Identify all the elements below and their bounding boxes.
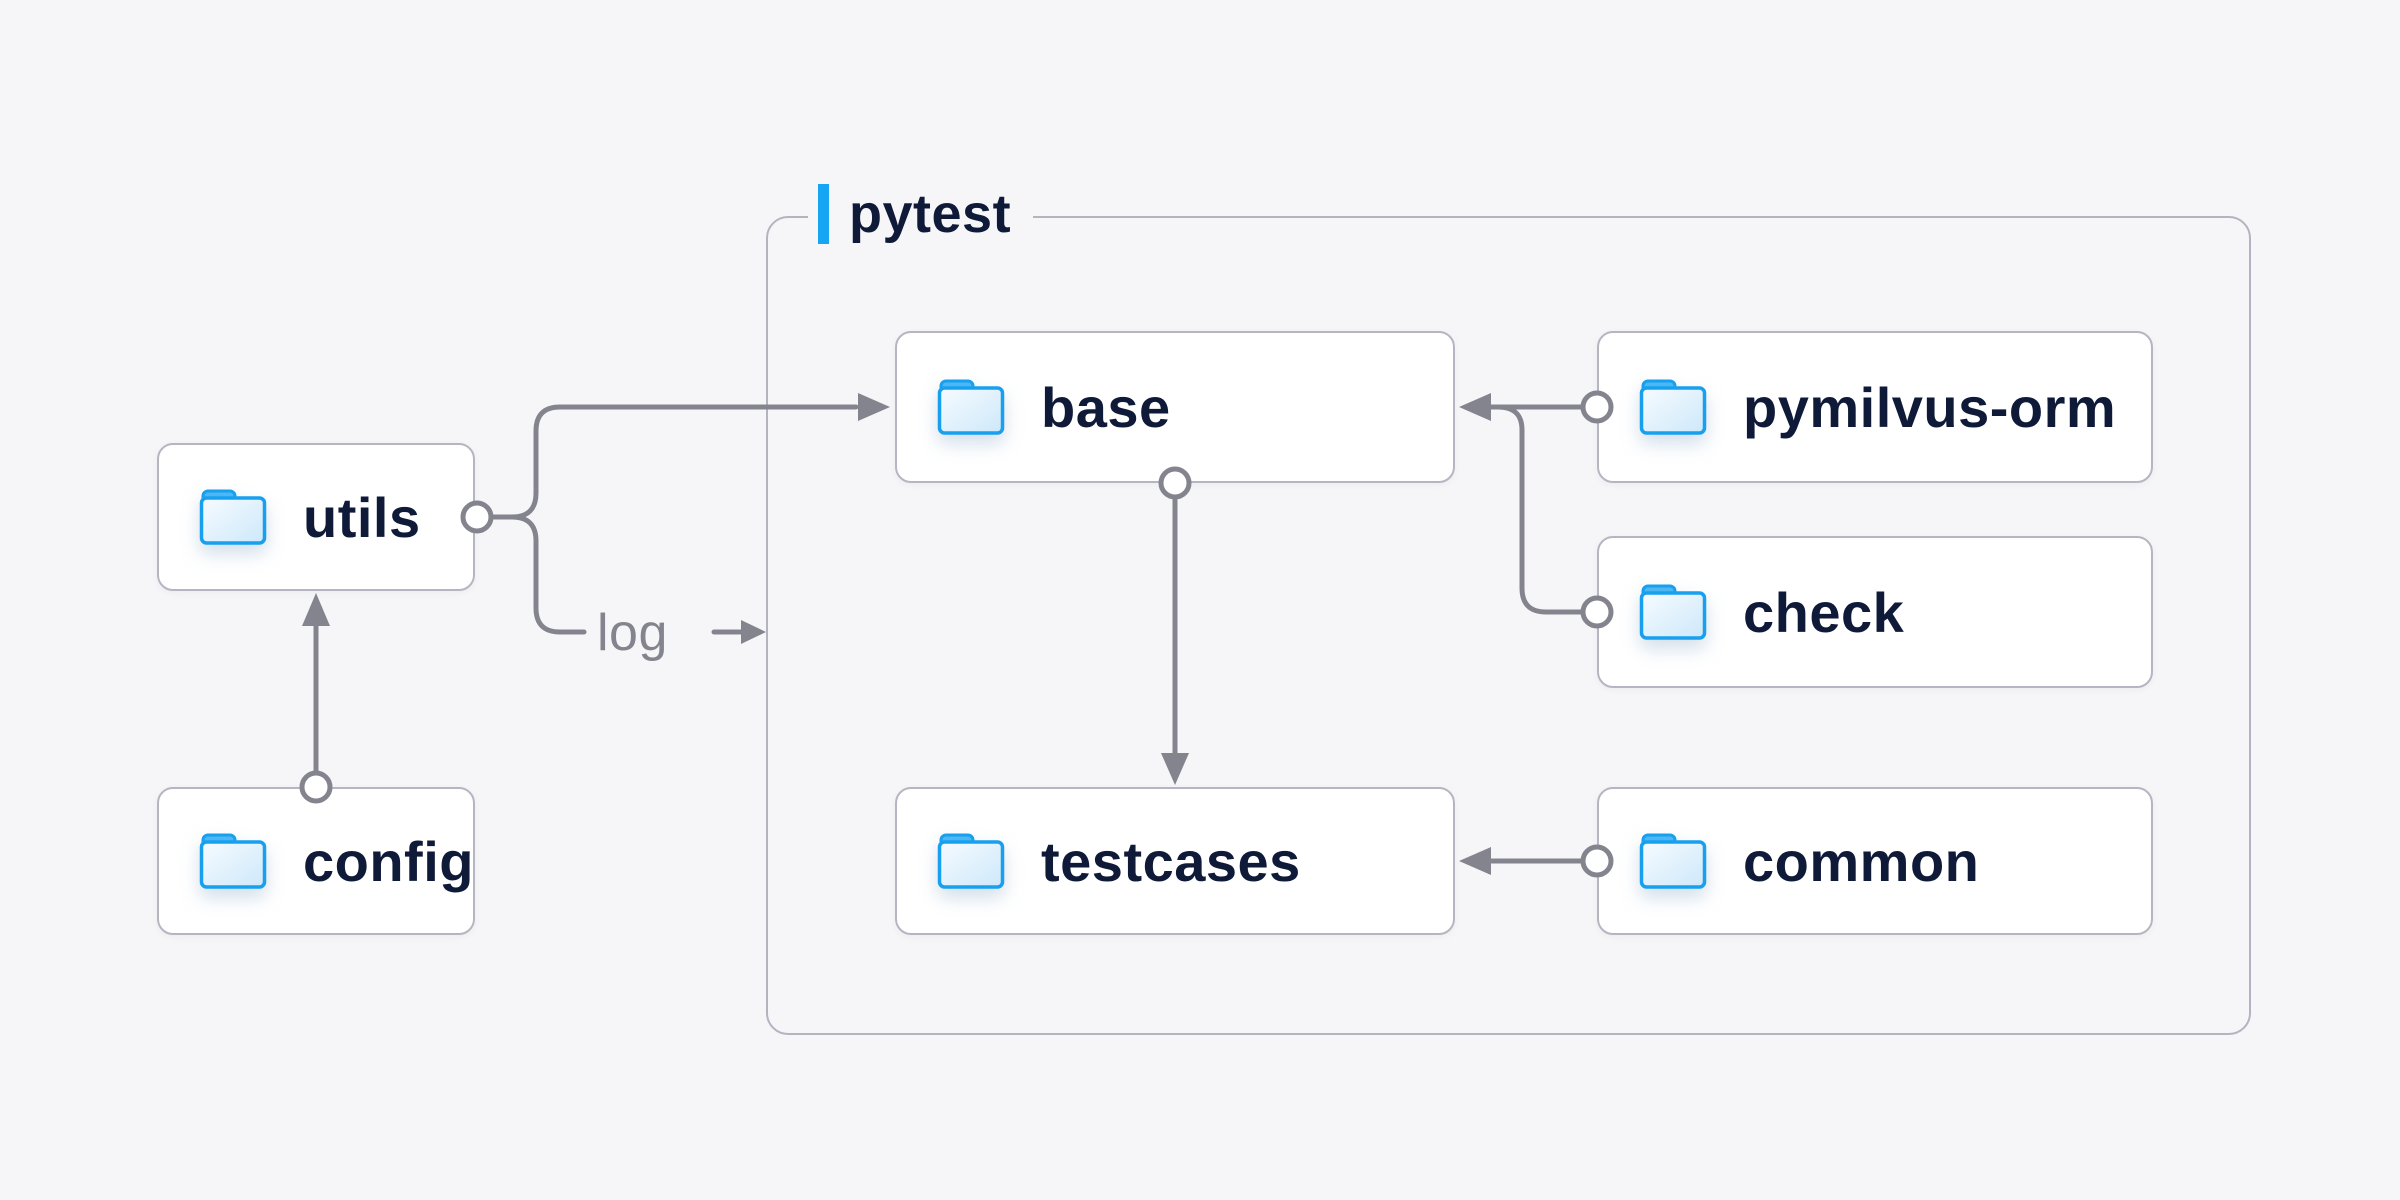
edge-utils-log xyxy=(509,514,587,635)
node-pymilvus-orm[interactable]: pymilvus-orm xyxy=(1597,331,2153,483)
folder-icon xyxy=(1639,378,1707,436)
node-check[interactable]: check xyxy=(1597,536,2153,688)
node-label: config xyxy=(303,829,474,893)
pytest-group-box xyxy=(766,216,2251,1035)
node-label: utils xyxy=(303,485,421,549)
node-utils[interactable]: utils xyxy=(157,443,475,591)
node-label: testcases xyxy=(1041,829,1301,893)
accent-bar-icon xyxy=(818,184,829,244)
node-common[interactable]: common xyxy=(1597,787,2153,935)
node-label: common xyxy=(1743,829,1980,893)
node-label: base xyxy=(1041,375,1171,439)
folder-icon xyxy=(1639,583,1707,641)
folder-icon xyxy=(1639,832,1707,890)
node-testcases[interactable]: testcases xyxy=(895,787,1455,935)
node-label: pymilvus-orm xyxy=(1743,375,2117,439)
node-base[interactable]: base xyxy=(895,331,1455,483)
arrowhead-up-utils xyxy=(302,593,330,626)
folder-icon xyxy=(199,488,267,546)
folder-icon xyxy=(199,832,267,890)
pytest-group-label: pytest xyxy=(808,180,1034,248)
edge-label-log: log xyxy=(597,604,668,662)
node-config[interactable]: config xyxy=(157,787,475,935)
node-label: check xyxy=(1743,580,1905,644)
arrowhead-log xyxy=(741,620,766,644)
folder-icon xyxy=(937,832,1005,890)
group-title: pytest xyxy=(849,184,1012,244)
folder-icon xyxy=(937,378,1005,436)
